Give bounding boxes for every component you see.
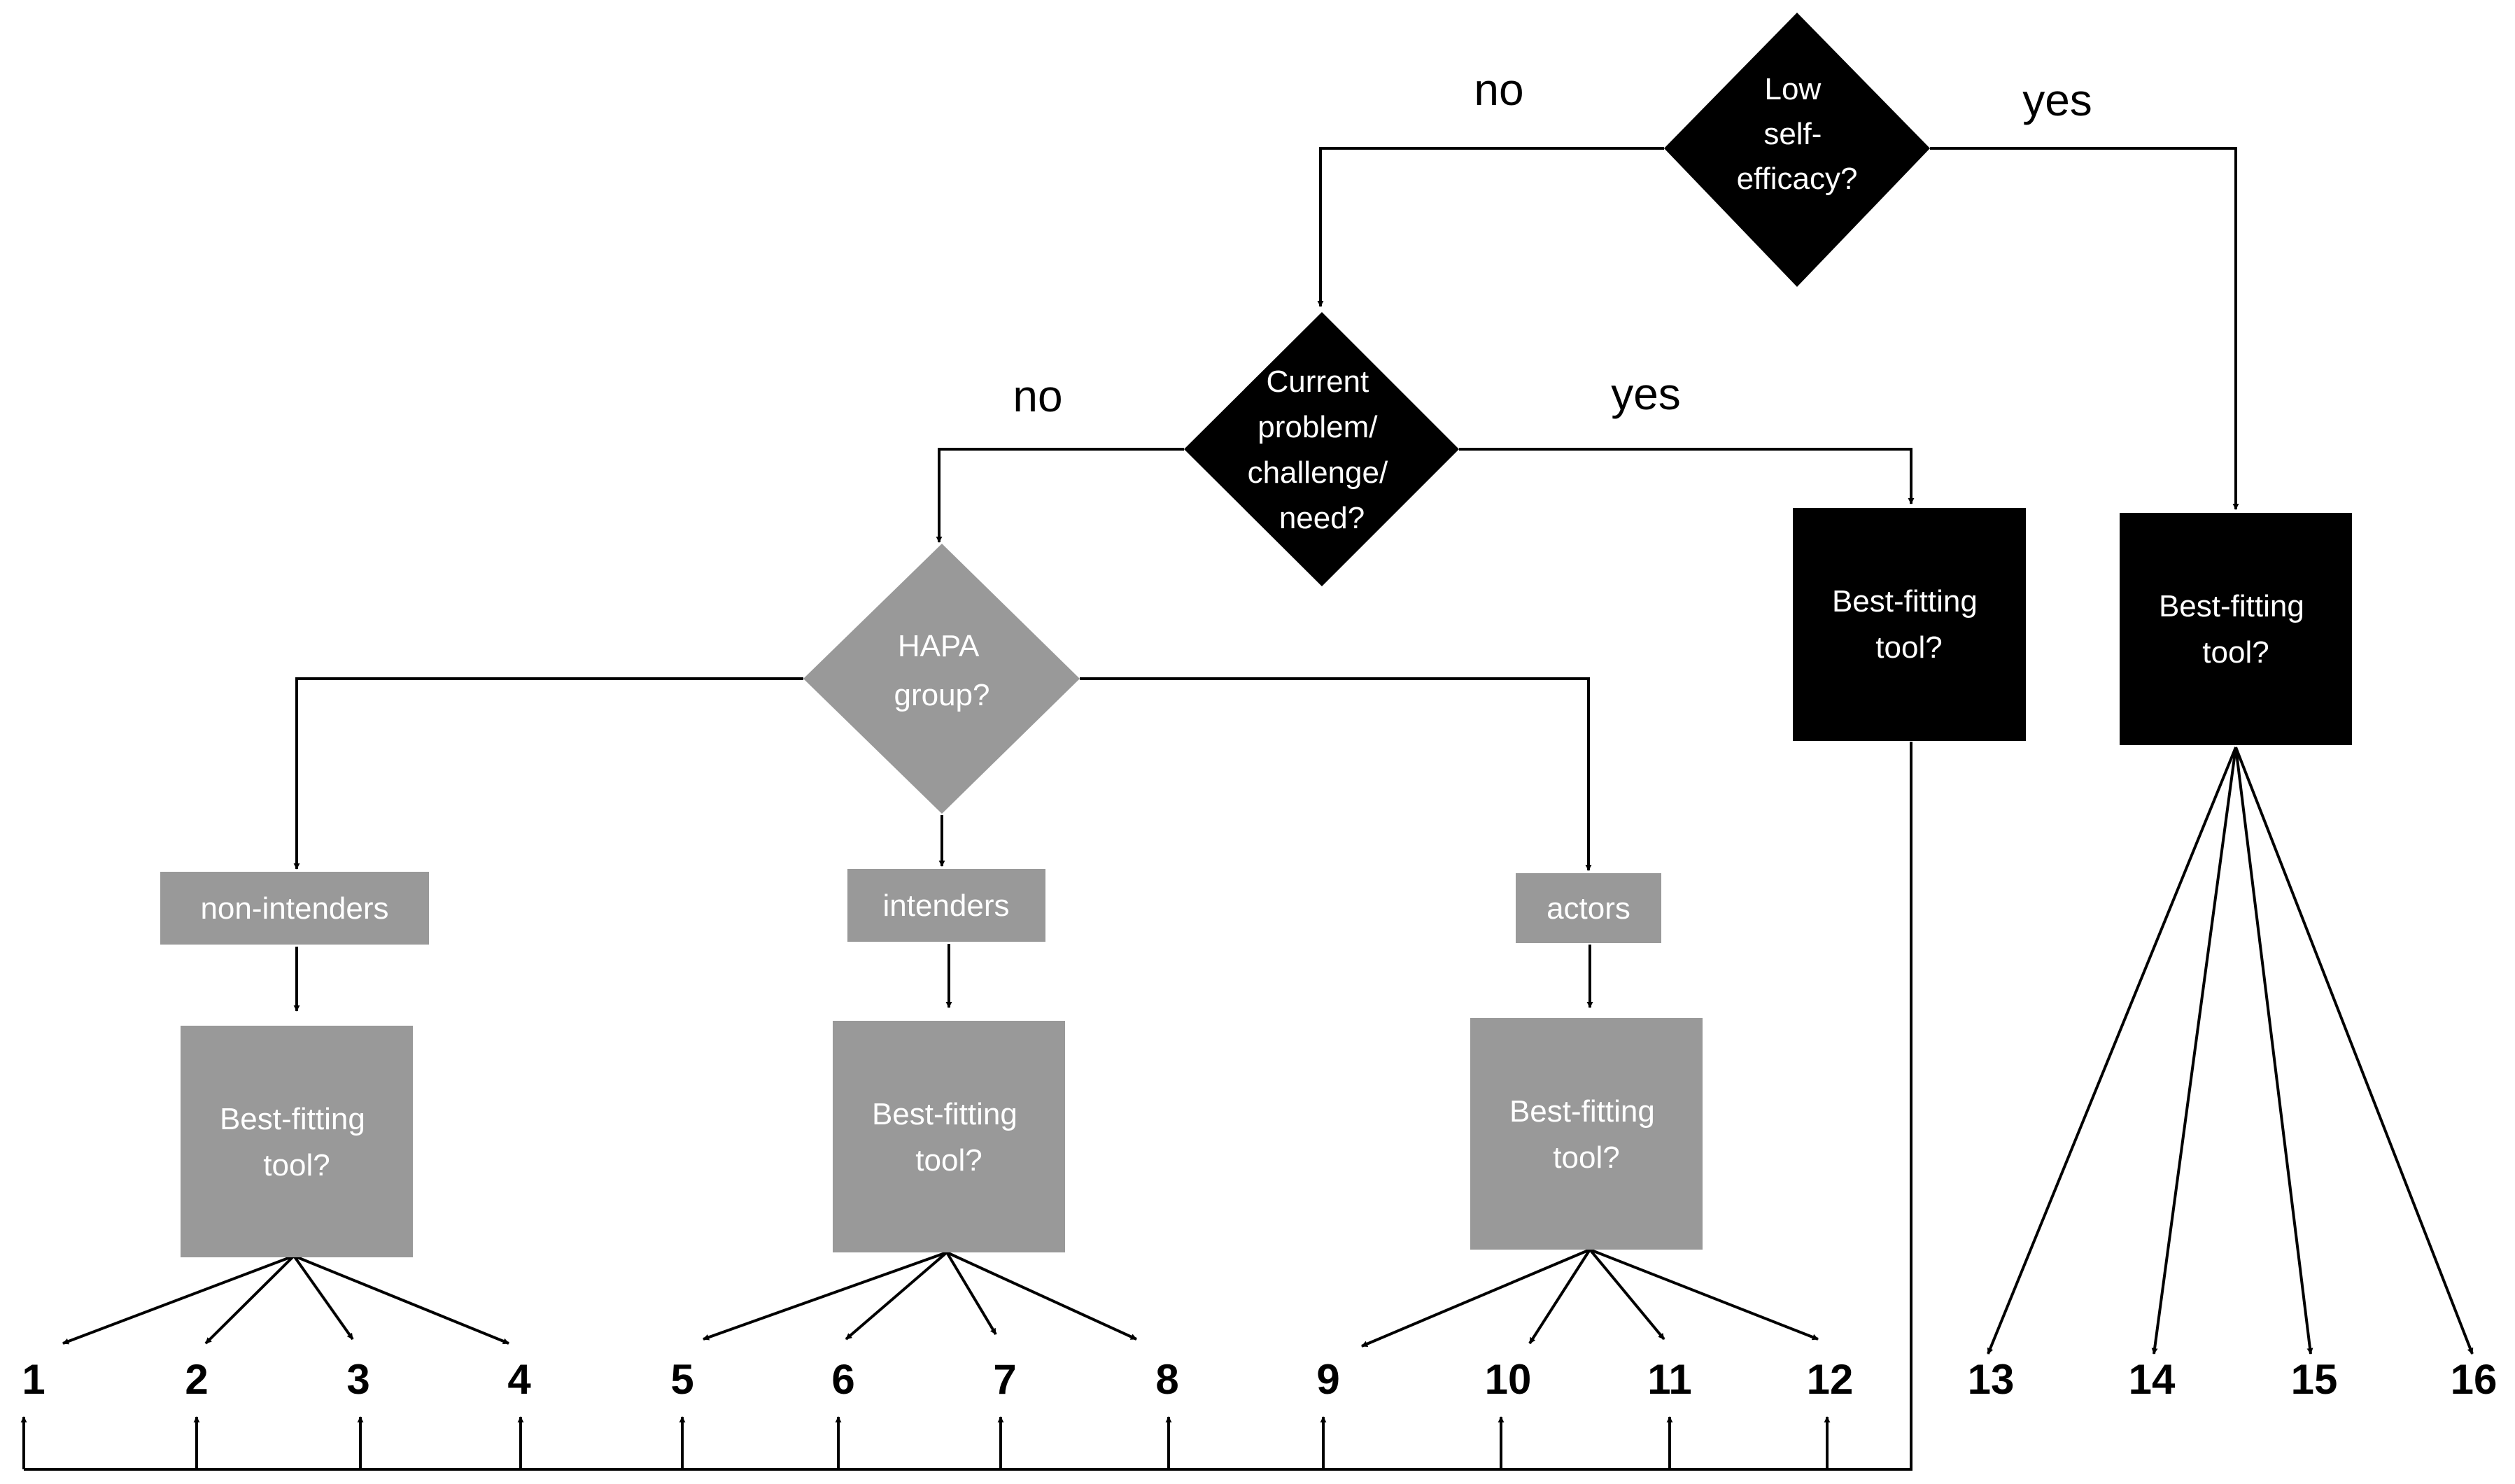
bus-arrows [20, 1416, 1831, 1469]
decision-current-problem: Current problem/ challenge/ need? [1184, 312, 1459, 586]
fan-non-intenders [62, 1255, 509, 1345]
outcome-13: 13 [1968, 1356, 2015, 1403]
svg-text:Best-fitting tool?: Best-fitting tool? [872, 1097, 1026, 1178]
outcome-1: 1 [22, 1356, 45, 1403]
tool-box-intenders: Best-fitting tool? [833, 1021, 1065, 1252]
svg-text:intenders: intenders [882, 889, 1009, 923]
arrow-problem-yes [1459, 448, 1915, 504]
outcome-7: 7 [993, 1356, 1016, 1403]
svg-text:Best-fitting tool?: Best-fitting tool? [220, 1102, 374, 1182]
fan-actors [1361, 1248, 1819, 1348]
outcome-9: 9 [1316, 1356, 1339, 1403]
outcome-3: 3 [346, 1356, 369, 1403]
fan-self-efficacy [1987, 747, 2474, 1355]
tool-box-self-efficacy: Best-fitting tool? [2120, 513, 2352, 745]
outcome-12: 12 [1807, 1356, 1854, 1403]
svg-text:Best-fitting tool?: Best-fitting tool? [2159, 589, 2313, 670]
outcome-numbers: 1 2 3 4 5 6 7 8 9 10 11 12 13 14 15 16 [22, 1356, 2497, 1403]
fan-intenders [703, 1251, 1137, 1341]
tool-box-actors: Best-fitting tool? [1470, 1018, 1703, 1250]
outcome-14: 14 [2129, 1356, 2176, 1403]
tool-box-non-intenders: Best-fitting tool? [181, 1026, 413, 1257]
group-non-intenders: non-intenders [160, 872, 429, 945]
tool-box-problem: Best-fitting tool? [1793, 508, 2026, 741]
arrow-self-efficacy-no [1317, 147, 1664, 307]
arrow-hapa-actors [1080, 677, 1592, 871]
svg-text:actors: actors [1547, 891, 1630, 926]
svg-text:Current problem/ c: Current problem/ challenge/ need? [1248, 365, 1397, 535]
problem-tool-bus-line [24, 742, 1912, 1471]
arrow-self-efficacy-yes [1930, 147, 2239, 510]
outcome-10: 10 [1485, 1356, 1532, 1403]
svg-text:Best-fitting tool?: Best-fitting tool? [1832, 584, 1986, 665]
decision-hapa-group: HAPA group? [803, 544, 1080, 814]
outcome-6: 6 [831, 1356, 854, 1403]
outcome-2: 2 [185, 1356, 208, 1403]
svg-text:non-intenders: non-intenders [200, 891, 388, 926]
arrow-hapa-non-intenders [293, 677, 803, 870]
group-intenders: intenders [847, 869, 1045, 942]
connectors [20, 147, 2474, 1471]
branch-label-problem-yes: yes [1611, 369, 1681, 419]
outcome-15: 15 [2291, 1356, 2338, 1403]
branch-label-self-efficacy-no: no [1474, 64, 1523, 115]
branch-label-problem-no: no [1013, 371, 1062, 421]
outcome-16: 16 [2451, 1356, 2498, 1403]
arrow-problem-no [936, 448, 1184, 543]
outcome-8: 8 [1155, 1356, 1178, 1403]
svg-text:HAPA group?: HAPA group? [894, 629, 989, 712]
outcome-11: 11 [1647, 1356, 1691, 1403]
outcome-5: 5 [670, 1356, 693, 1403]
decision-self-efficacy: Low self- efficacy? [1664, 13, 1930, 287]
group-actors: actors [1516, 873, 1661, 943]
svg-text:Best-fitting tool?: Best-fitting tool? [1509, 1094, 1663, 1175]
branch-label-self-efficacy-yes: yes [2022, 75, 2092, 125]
svg-text:Low self- efficacy: Low self- efficacy? [1737, 72, 1858, 196]
outcome-4: 4 [507, 1356, 531, 1403]
